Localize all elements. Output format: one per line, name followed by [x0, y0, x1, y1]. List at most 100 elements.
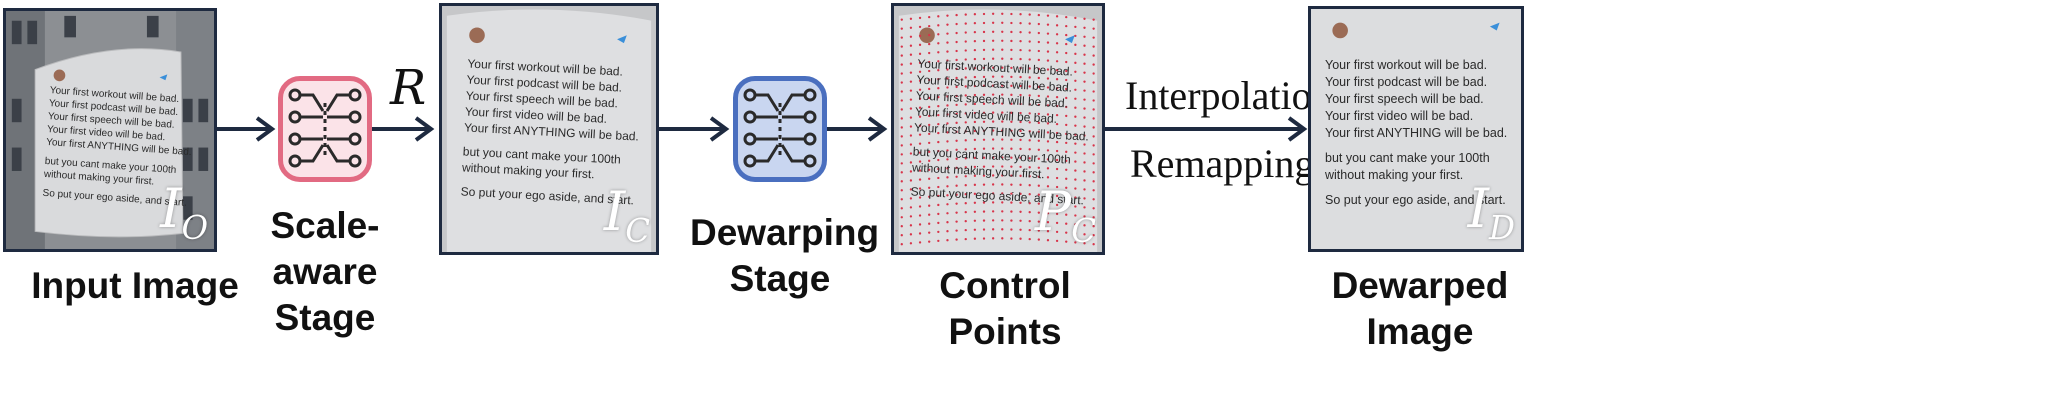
control-point [1074, 160, 1077, 163]
control-point [955, 193, 958, 196]
control-point [982, 12, 986, 16]
control-point [900, 198, 903, 201]
control-point [1092, 135, 1095, 138]
control-point [1037, 103, 1040, 107]
control-point [946, 14, 949, 17]
control-point [1028, 22, 1031, 25]
control-point [918, 232, 922, 235]
control-point [918, 214, 922, 217]
control-point [982, 66, 986, 70]
control-point [900, 63, 903, 66]
control-point [1055, 230, 1059, 234]
control-point [991, 219, 995, 222]
control-point [1019, 102, 1022, 106]
control-point [1037, 85, 1040, 89]
dewarped-photo [1311, 9, 1521, 249]
control-point [1037, 148, 1040, 151]
control-points-symbol: PC [1034, 180, 1096, 250]
control-point [1092, 144, 1095, 147]
control-point [918, 52, 922, 56]
control-point [982, 39, 986, 43]
control-point [900, 45, 903, 48]
control-point [973, 147, 977, 151]
control-point [1092, 90, 1095, 93]
control-point [1037, 49, 1040, 53]
control-point [1074, 16, 1077, 20]
control-point [964, 94, 967, 97]
control-point [909, 242, 913, 245]
control-point [1065, 33, 1068, 37]
control-point [1055, 104, 1059, 108]
control-point [1028, 219, 1031, 223]
control-point [918, 16, 922, 20]
control-point [955, 139, 958, 142]
control-point [991, 21, 995, 24]
control-point [964, 219, 967, 223]
control-point [1010, 12, 1013, 16]
control-point [928, 159, 931, 162]
control-point [964, 237, 967, 241]
control-point [937, 113, 940, 117]
control-point [946, 239, 949, 242]
control-point [1019, 219, 1022, 222]
control-point [900, 90, 903, 93]
control-point [982, 219, 986, 222]
control-point [1074, 97, 1077, 100]
control-point [1001, 147, 1004, 150]
control-point [1055, 51, 1059, 54]
control-point [955, 58, 958, 62]
arrow-control-to-dewarped [1105, 116, 1308, 142]
control-point [928, 231, 931, 234]
control-point [1001, 111, 1004, 114]
control-points-caption: Control Points [939, 265, 1071, 352]
control-point [1055, 69, 1059, 72]
control-point [955, 130, 958, 134]
control-point [973, 66, 977, 70]
control-point [1010, 219, 1013, 222]
control-point [1046, 14, 1050, 17]
control-point [946, 149, 949, 152]
control-point [1001, 165, 1004, 168]
control-point [1019, 120, 1022, 124]
control-point [991, 147, 995, 150]
control-point [1083, 80, 1086, 83]
control-point [1028, 67, 1031, 70]
control-point [1065, 204, 1068, 207]
control-point [964, 166, 967, 169]
control-point [900, 54, 903, 57]
control-point [946, 185, 949, 188]
control-point [964, 175, 967, 178]
control-point [1010, 48, 1013, 52]
control-point [1046, 122, 1050, 125]
tweet-line: Your first workout will be bad. [1325, 58, 1488, 72]
control-point [982, 201, 986, 204]
control-point [1074, 178, 1077, 181]
control-point [1001, 57, 1004, 60]
dewarped-billboard-text: Your first workout will be bad. Your fir… [1325, 57, 1507, 209]
control-point [1010, 75, 1013, 79]
control-point [1055, 176, 1059, 180]
control-point [1092, 27, 1095, 30]
control-point [964, 130, 967, 133]
control-point [900, 234, 903, 237]
control-point [937, 104, 940, 108]
control-point [909, 215, 913, 218]
control-point [991, 48, 995, 51]
control-point [1019, 93, 1022, 97]
control-point [1055, 24, 1059, 27]
control-point [1074, 124, 1077, 127]
control-point [1074, 169, 1077, 172]
control-point [1083, 170, 1086, 173]
control-point [955, 49, 958, 53]
control-point [991, 192, 995, 195]
control-point [1028, 40, 1031, 43]
control-point [1037, 31, 1040, 35]
control-point [1055, 203, 1059, 207]
dewarped-image-symbol: ID [1467, 177, 1515, 247]
control-point [909, 179, 913, 182]
control-point [1037, 130, 1040, 134]
control-point [1001, 84, 1004, 87]
control-point [1046, 158, 1050, 161]
control-point [964, 228, 967, 232]
control-point [946, 221, 949, 224]
